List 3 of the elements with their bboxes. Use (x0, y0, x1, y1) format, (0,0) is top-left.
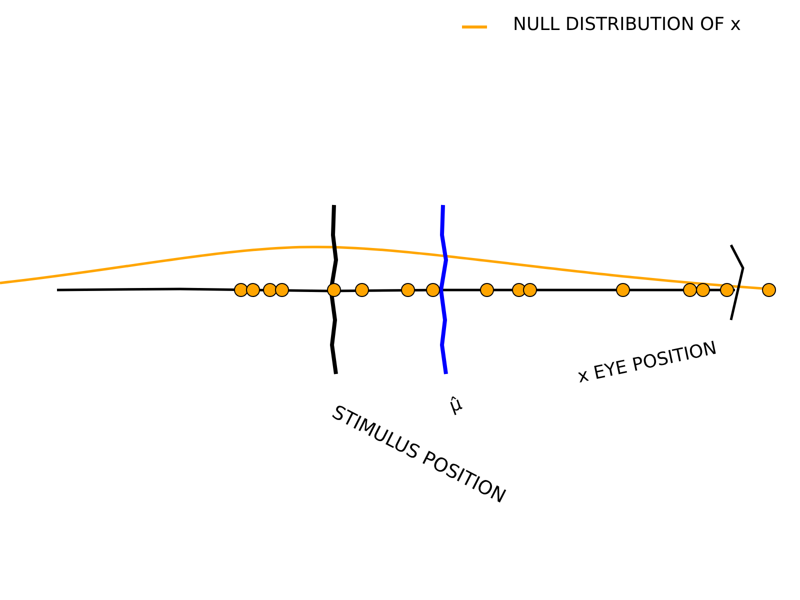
estimate-label: μ̂ (447, 394, 465, 417)
legend-label: NULL DISTRIBUTION OF x (513, 15, 741, 35)
axis-label: x EYE POSITION (576, 338, 719, 388)
